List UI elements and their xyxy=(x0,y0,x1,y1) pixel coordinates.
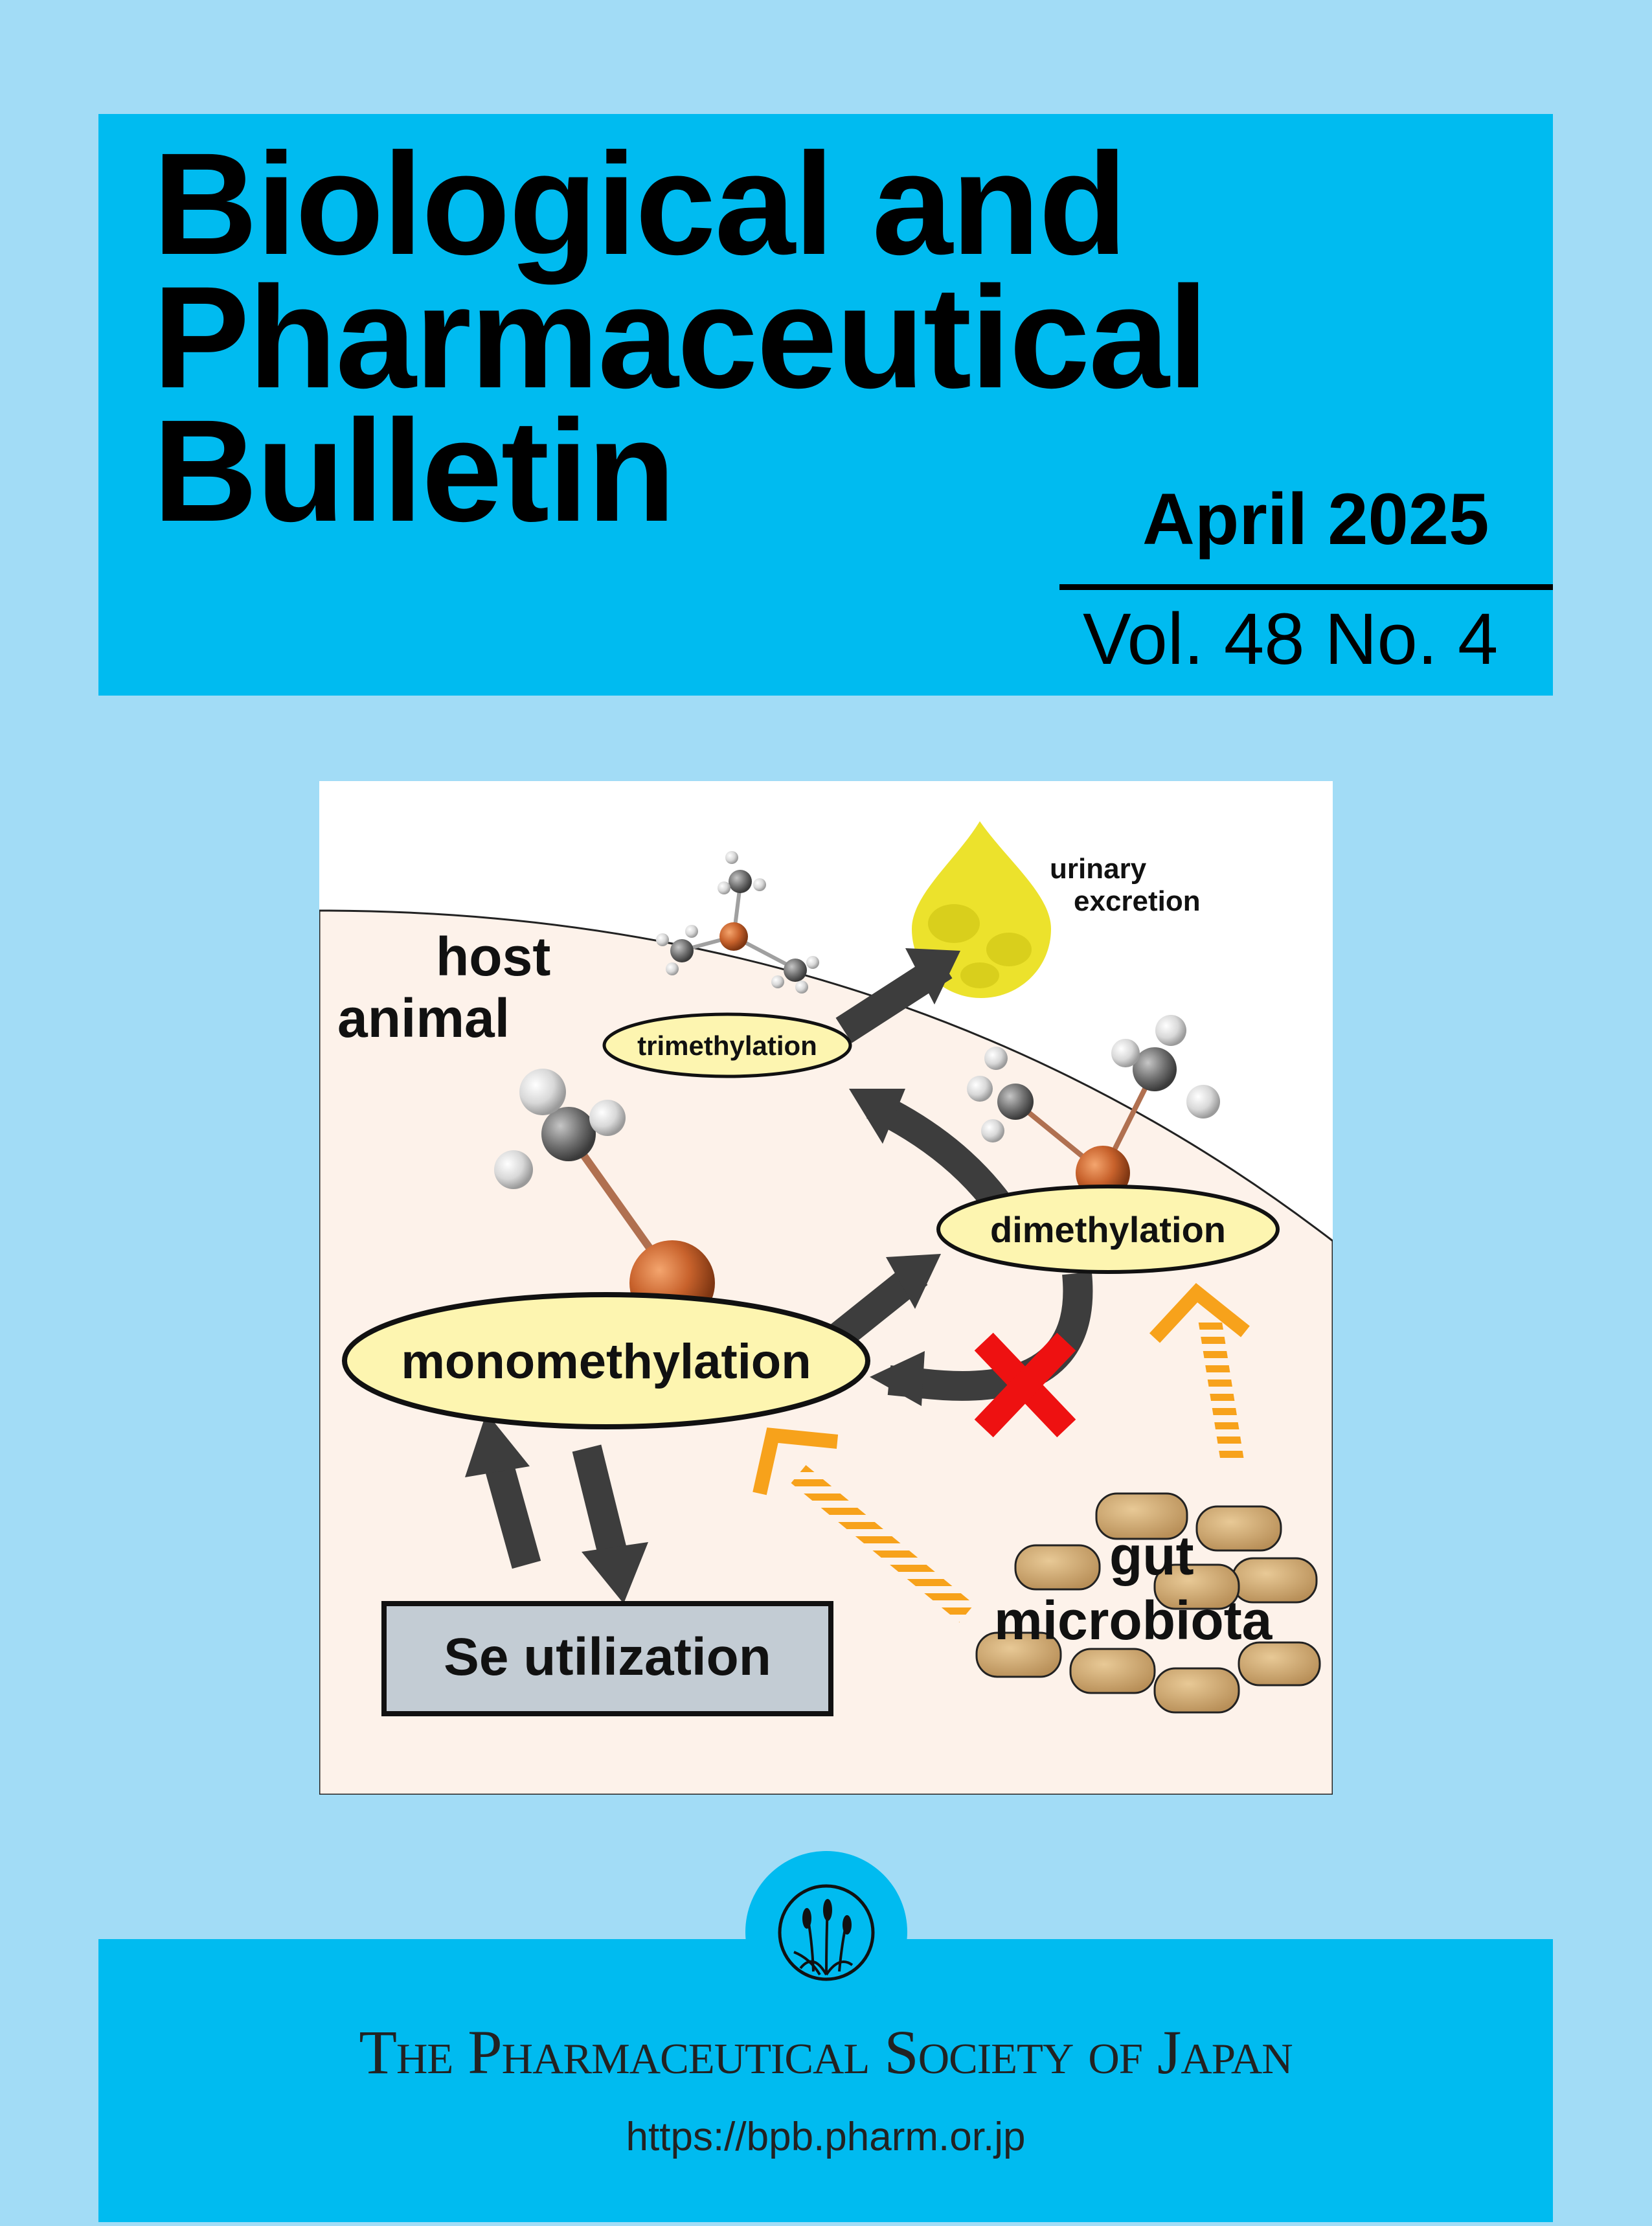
cover-figure: trimethylation dimethylation monomethyla… xyxy=(319,781,1333,1795)
journal-url[interactable]: https://bpb.pharm.or.jp xyxy=(626,2115,1026,2159)
trimethylselenonium-molecule-icon xyxy=(656,851,819,994)
journal-title-line-2: Pharmaceutical xyxy=(153,256,1208,418)
journal-title: Biological and Pharmaceutical Bulletin xyxy=(153,123,1208,552)
se-utilization-label: Se utilization xyxy=(444,1628,771,1687)
arrowheads xyxy=(465,948,960,1604)
gut-microbiota-bacteria-icon xyxy=(975,1492,1321,1714)
gut-label: gut xyxy=(1109,1525,1194,1586)
issue-divider xyxy=(1059,584,1553,590)
se-utilization-node: Se utilization xyxy=(381,1601,833,1716)
dimethylation-label: dimethylation xyxy=(990,1209,1226,1250)
monomethylation-node: monomethylation xyxy=(342,1292,870,1429)
journal-title-line-3: Bulletin xyxy=(153,390,675,552)
excretion-label: excretion xyxy=(1074,885,1201,917)
dimethylation-node: dimethylation xyxy=(936,1185,1280,1274)
journal-title-line-1: Biological and xyxy=(153,123,1127,285)
animal-label: animal xyxy=(337,988,510,1049)
masthead: Biological and Pharmaceutical Bulletin A… xyxy=(98,114,1553,696)
monomethylation-label: monomethylation xyxy=(401,1334,811,1389)
publisher-name: The Pharmaceutical Society of Japan xyxy=(359,2017,1293,2087)
host-label: host xyxy=(436,926,550,987)
microbiota-label: microbiota xyxy=(994,1590,1273,1651)
urinary-label: urinary xyxy=(1050,853,1147,885)
volume-number: Vol. 48 No. 4 xyxy=(1083,598,1499,679)
microbiota-arrows xyxy=(752,1283,1250,1622)
trimethylation-node: trimethylation xyxy=(602,1012,852,1078)
issue-date: April 2025 xyxy=(1142,479,1489,560)
selenium-metabolism-diagram: trimethylation dimethylation monomethyla… xyxy=(319,821,1333,1795)
inhibition-cross-icon xyxy=(974,1332,1076,1438)
society-emblem-icon xyxy=(778,1884,875,1981)
trimethylation-label: trimethylation xyxy=(637,1030,817,1061)
